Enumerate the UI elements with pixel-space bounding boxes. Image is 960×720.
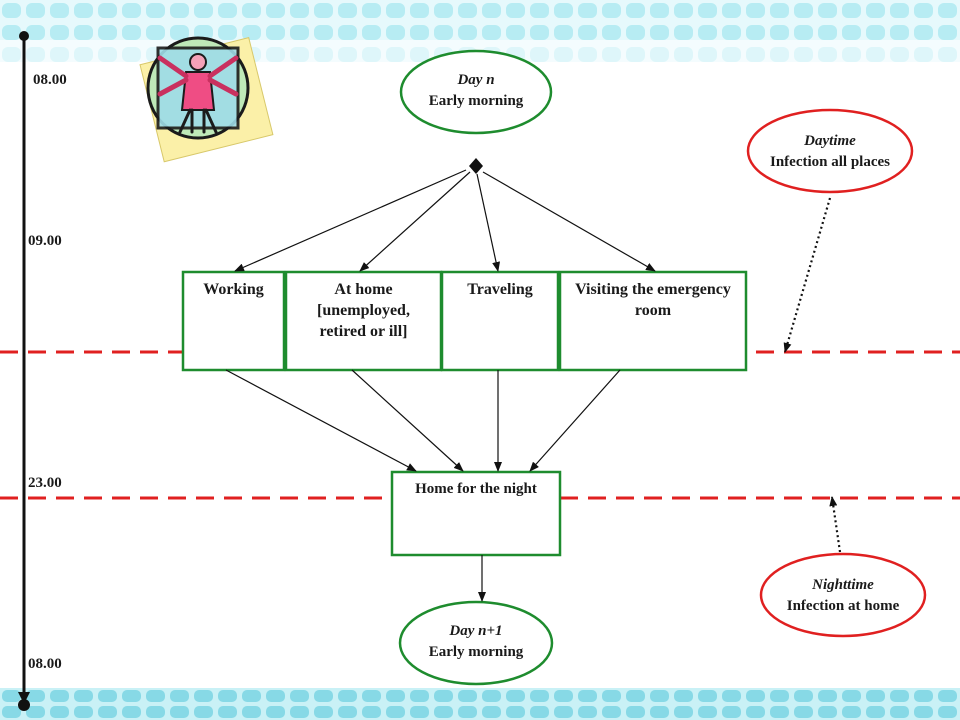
nighttime-ellipse bbox=[759, 552, 927, 638]
day-n-plus-1-title: Day n+1 bbox=[449, 623, 503, 639]
home-night-box bbox=[390, 470, 562, 557]
day-n-plus-1-subtitle: Early morning bbox=[428, 644, 524, 660]
at-home-box bbox=[284, 270, 443, 372]
working-box bbox=[181, 270, 286, 372]
day-n-ellipse bbox=[399, 49, 553, 135]
branch-diamond bbox=[469, 158, 483, 174]
arrow-to-visiting-er bbox=[482, 171, 656, 272]
working-label: Working bbox=[203, 281, 264, 298]
arrow-to-traveling bbox=[476, 173, 501, 272]
vitruvian-figure-icon bbox=[139, 36, 274, 163]
day-n-plus-1-ellipse bbox=[398, 600, 554, 686]
time-label-morning: 09.00 bbox=[28, 233, 62, 249]
timeline-start-dot bbox=[19, 31, 29, 41]
nighttime-connector bbox=[829, 496, 842, 553]
nighttime-subtitle: Infection at home bbox=[786, 598, 900, 614]
traveling-box bbox=[440, 270, 560, 372]
visiting-er-label: Visiting the emergency room bbox=[575, 281, 731, 319]
traveling-label: Traveling bbox=[467, 281, 533, 298]
time-label-night: 23.00 bbox=[28, 475, 62, 491]
at-home-label: At home [unemployed, retired or ill] bbox=[317, 281, 410, 340]
timeline-end-dot bbox=[18, 699, 30, 711]
arrow-to-working bbox=[234, 169, 467, 272]
daytime-subtitle: Infection all places bbox=[770, 154, 890, 170]
home-night-label: Home for the night bbox=[415, 481, 537, 497]
arrow-at-home-to-home bbox=[351, 369, 464, 472]
visiting-er-box bbox=[558, 270, 748, 372]
nighttime-label: Nighttime Infection at home bbox=[761, 575, 925, 617]
time-label-start: 08.00 bbox=[33, 72, 67, 88]
daytime-ellipse bbox=[746, 108, 914, 194]
day-n-plus-1-label: Day n+1 Early morning bbox=[400, 621, 552, 663]
bottom-pattern-band bbox=[0, 688, 960, 720]
daytime-title: Daytime bbox=[804, 133, 856, 149]
day-n-subtitle: Early morning bbox=[428, 93, 524, 109]
arrow-to-at-home bbox=[359, 171, 471, 272]
daytime-connector bbox=[783, 197, 832, 353]
daytime-label: Daytime Infection all places bbox=[748, 131, 912, 173]
day-n-title: Day n bbox=[457, 72, 495, 88]
time-label-end: 08.00 bbox=[28, 656, 62, 672]
arrow-working-to-home bbox=[225, 369, 417, 472]
arrow-visiting-er-to-home bbox=[529, 369, 621, 472]
day-n-label: Day n Early morning bbox=[401, 70, 551, 112]
nighttime-title: Nighttime bbox=[812, 577, 874, 593]
